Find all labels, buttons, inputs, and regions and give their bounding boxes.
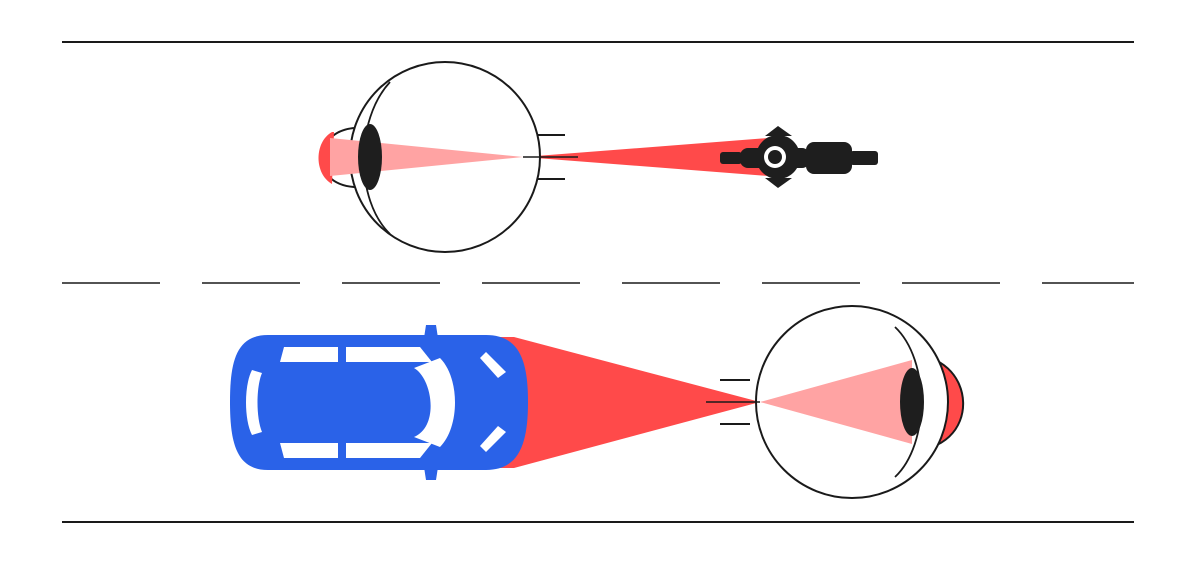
bottom-scene [230, 305, 965, 499]
eye-icon [706, 305, 965, 499]
eye-icon [318, 61, 578, 253]
car-icon [230, 325, 528, 480]
lens-icon [358, 124, 382, 190]
motorcycle-icon [720, 126, 878, 188]
vision-beam-motorcycle [523, 138, 768, 176]
lens-icon [900, 368, 924, 436]
top-scene [318, 61, 878, 253]
